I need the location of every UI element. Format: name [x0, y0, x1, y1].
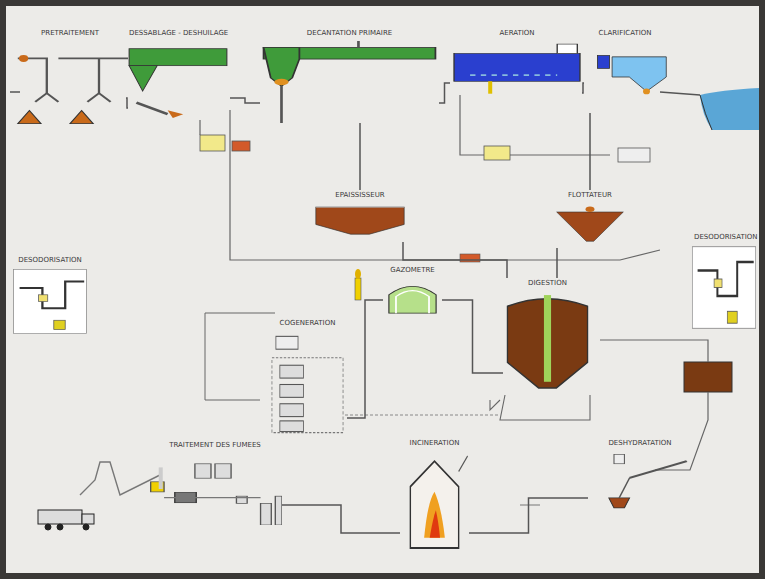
pipe-line — [359, 123, 361, 190]
pipe-line — [556, 248, 558, 278]
process-unit: DIGESTION — [503, 278, 592, 393]
stage-heading: DIGESTION — [503, 278, 592, 289]
process-unit: DESODORISATION — [12, 255, 88, 335]
stage-heading: DESHYDRATATION — [588, 438, 692, 449]
stage-heading: DESSABLAGE - DESHUILAGE — [126, 28, 230, 39]
stage-heading: DESODORISATION — [12, 255, 88, 266]
pipe-connector — [469, 498, 588, 533]
pipe-line — [439, 83, 450, 103]
process-unit: EPAISSISSEUR — [313, 190, 407, 242]
stage-heading: DESODORISATION — [691, 232, 757, 243]
pipe-line — [589, 113, 591, 190]
stage-heading: TRAITEMENT DES FUMEES — [148, 440, 282, 451]
pipe-line — [347, 300, 383, 418]
pipe-line — [282, 505, 400, 533]
unit-symbol — [691, 245, 757, 330]
pipe-line — [442, 300, 503, 373]
stage-heading: INCINERATION — [400, 438, 469, 449]
pipe-connector — [230, 98, 260, 103]
pipe-line — [469, 498, 588, 533]
pipe-connector — [439, 83, 450, 103]
unit-symbol — [268, 331, 347, 438]
process-unit: PRETRAITEMENT — [12, 28, 128, 128]
pipe-connector — [582, 83, 584, 93]
pipe-line — [230, 98, 260, 103]
process-unit: INCINERATION — [400, 438, 469, 553]
stage-heading: DECANTATION PRIMAIRE — [260, 28, 439, 39]
unit-symbol — [553, 203, 627, 248]
process-unit: DESHYDRATATION — [588, 438, 692, 518]
stage-heading: CLARIFICATION — [582, 28, 668, 39]
unit-symbol — [12, 268, 88, 335]
process-unit: DESSABLAGE - DESHUILAGE — [126, 28, 230, 118]
stage-heading: AERATION — [450, 28, 584, 39]
pipe-connector — [126, 98, 128, 108]
unit-symbol — [450, 41, 584, 103]
unit-symbol — [12, 41, 128, 128]
pipe-connector — [347, 300, 383, 418]
process-unit: TRAITEMENT DES FUMEES — [148, 440, 282, 525]
unit-symbol — [313, 203, 407, 242]
process-unit: DECANTATION PRIMAIRE — [260, 28, 439, 123]
unit-symbol — [148, 453, 282, 525]
process-unit: COGENERATION — [268, 318, 347, 438]
pipe-connector — [442, 300, 503, 373]
unit-symbol — [260, 41, 439, 123]
process-unit: FLOTTATEUR — [553, 190, 627, 248]
stage-heading: FLOTTATEUR — [553, 190, 627, 201]
process-unit: AERATION — [450, 28, 584, 103]
unit-symbol — [588, 451, 692, 518]
pipe-connector — [360, 123, 361, 190]
stage-heading: COGENERATION — [268, 318, 347, 329]
pipe-connector — [282, 505, 400, 533]
unit-symbol — [126, 41, 230, 118]
pipe-line — [582, 83, 584, 93]
unit-symbol — [503, 291, 592, 393]
pipe-connector — [557, 248, 558, 278]
stage-heading: PRETRAITEMENT — [12, 28, 128, 39]
unit-symbol — [582, 41, 668, 113]
unit-symbol — [400, 451, 469, 553]
stage-heading: EPAISSISSEUR — [313, 190, 407, 201]
unit-symbol — [383, 278, 442, 315]
stage-heading: GAZOMETRE — [383, 265, 442, 276]
process-unit: GAZOMETRE — [383, 265, 442, 315]
pipe-line — [126, 98, 128, 108]
process-unit: DESODORISATION — [691, 232, 757, 330]
process-unit: CLARIFICATION — [582, 28, 668, 113]
pipe-connector — [590, 113, 591, 190]
